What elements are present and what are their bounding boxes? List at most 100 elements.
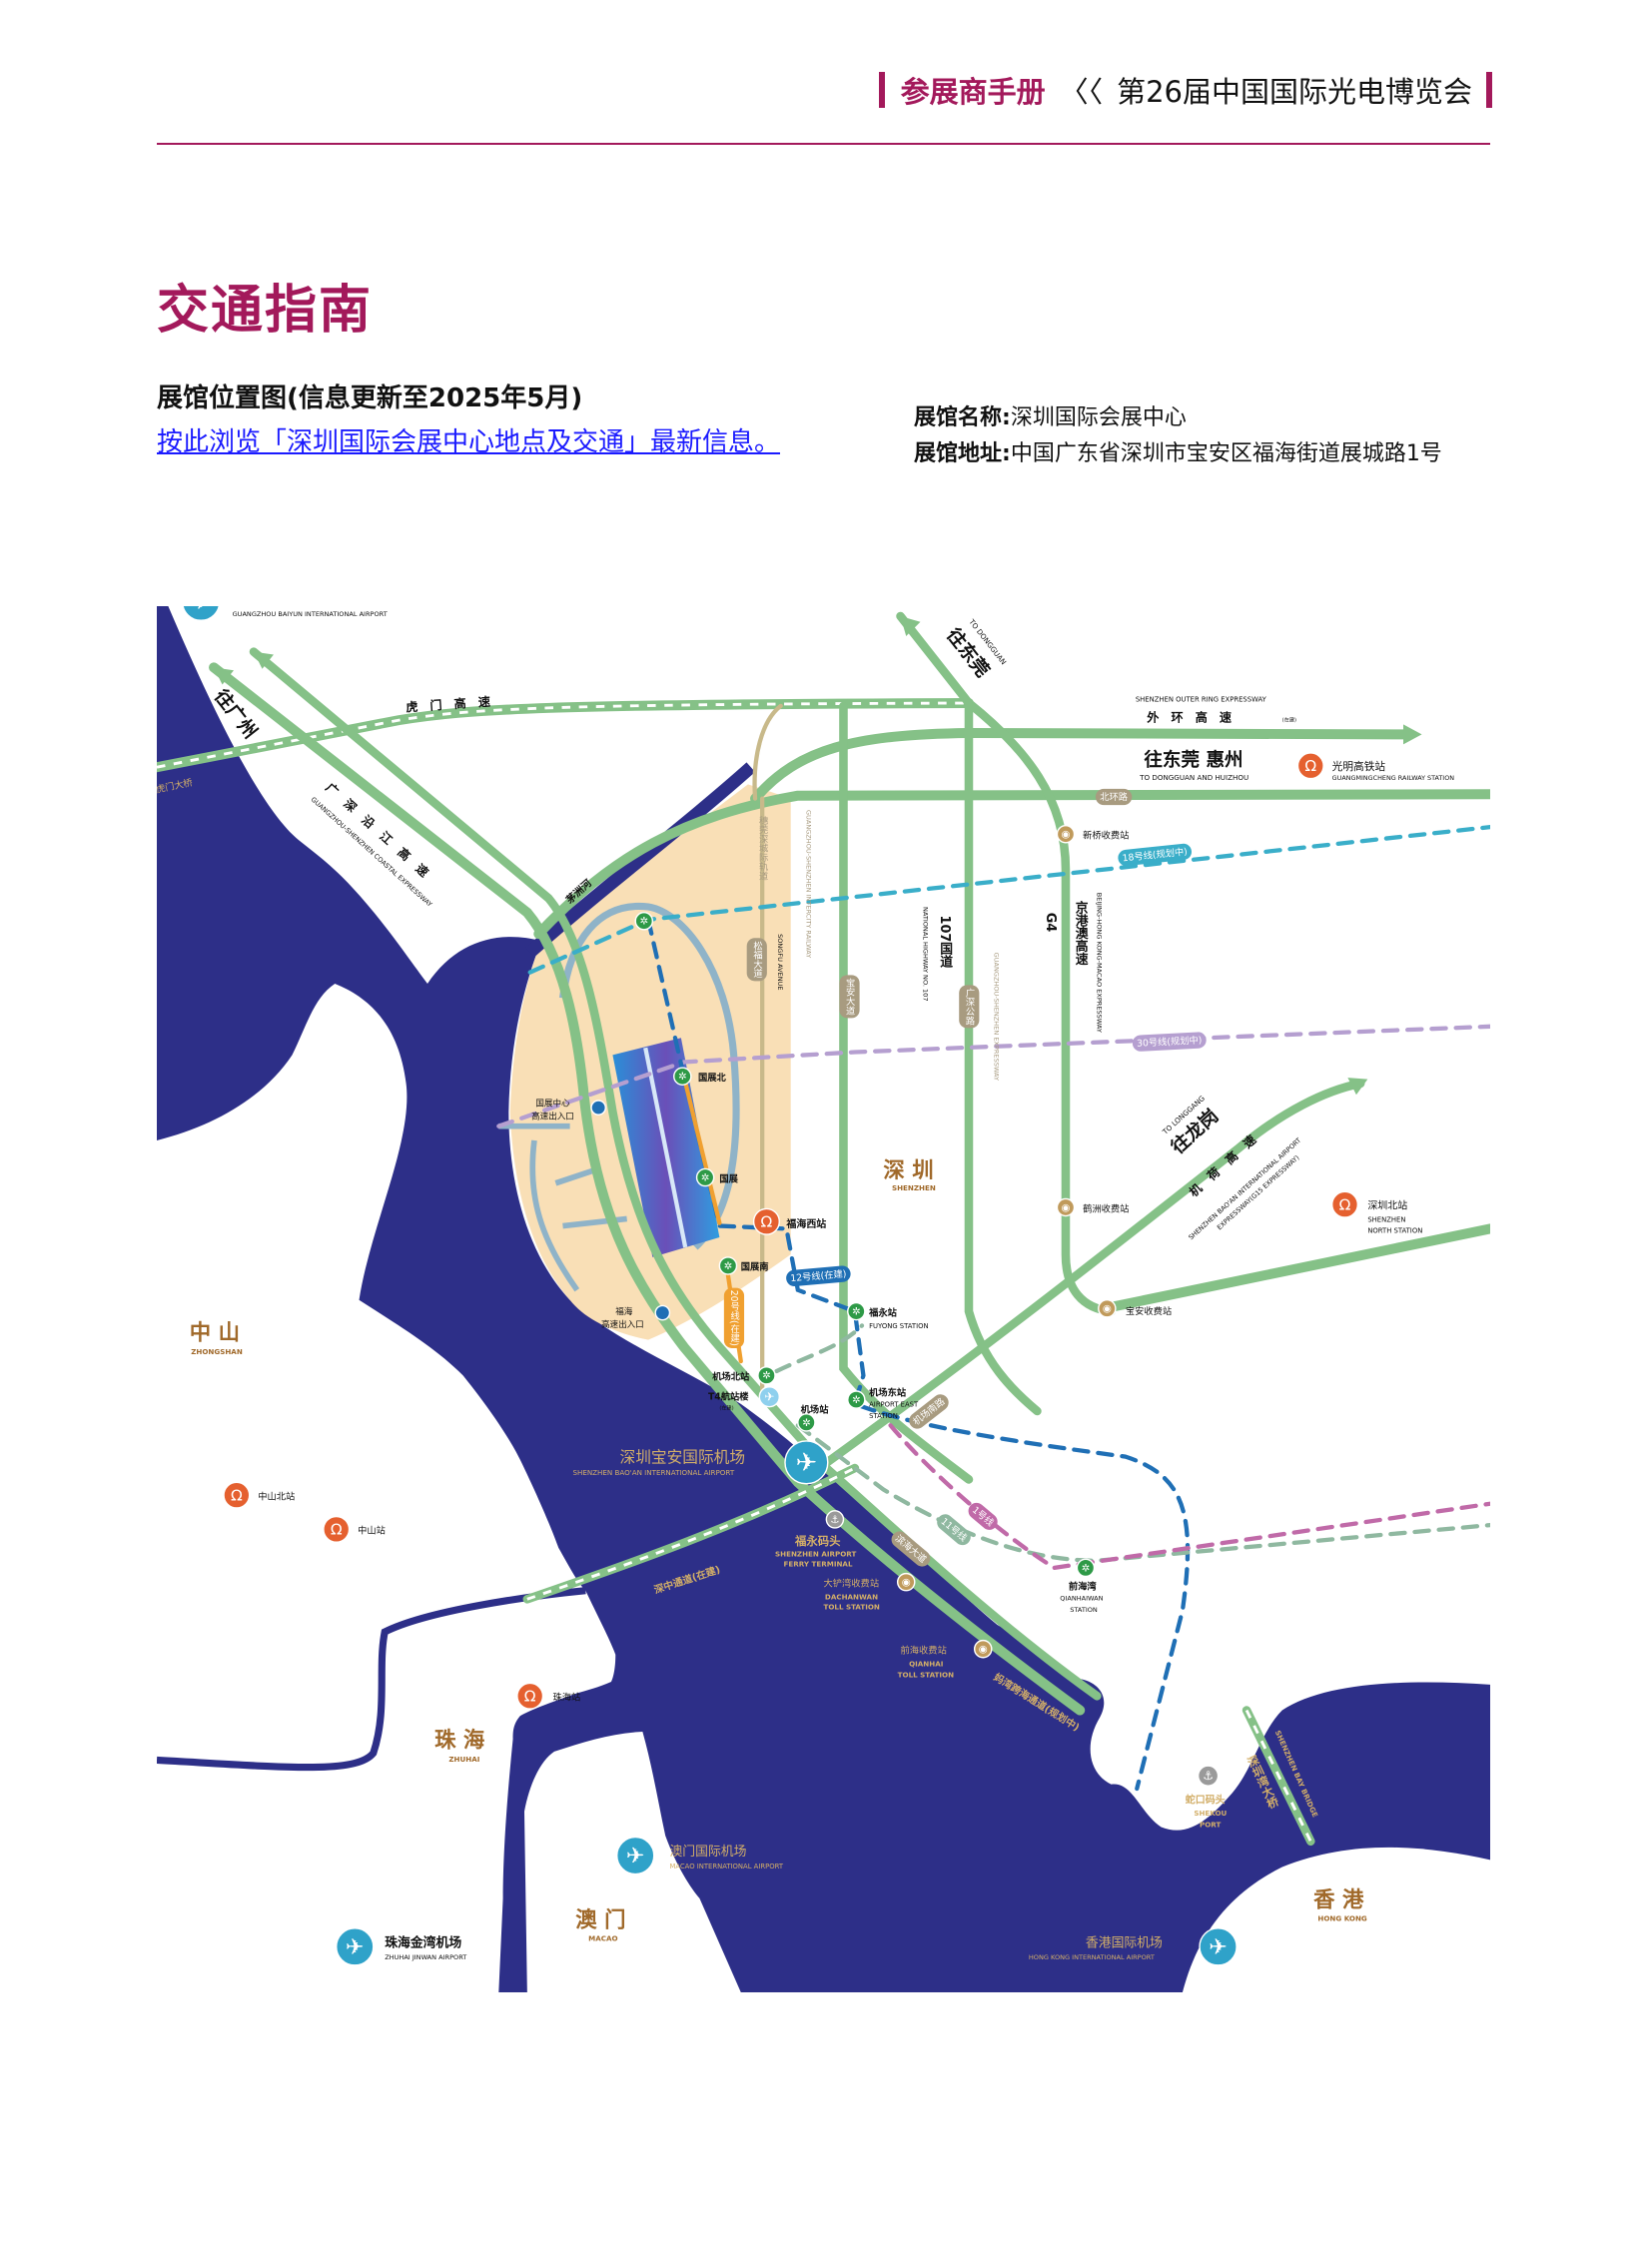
map-label-qianhai-toll-en2: TOLL STATION xyxy=(898,1671,954,1680)
hall-spine xyxy=(643,1047,688,1248)
map-label-beihuan: 北环路 xyxy=(1100,791,1128,803)
expo-canal xyxy=(558,902,740,1250)
map-label-shekou-en2: PORT xyxy=(1200,1821,1221,1830)
venue-info-link[interactable]: 按此浏览「深圳国际会展中心地点及交通」最新信息。 xyxy=(157,427,781,457)
map-label-line30: 30号线(规划中) xyxy=(1137,1034,1203,1049)
t4-terminal-icon: ✈ xyxy=(758,1386,780,1408)
map-label-gz-airport-en: GUANGZHOU BAIYUN INTERNATIONAL AIRPORT xyxy=(233,610,389,618)
venue-address-value: 中国广东省深圳市宝安区福海街道展城路1号 xyxy=(1010,441,1442,466)
map-label-intercity-en: GUANGZHOU-SHENZHEN INTERCITY RAILWAY xyxy=(804,810,812,959)
metro-line-1 xyxy=(888,1423,1490,1571)
pill-binhai xyxy=(891,1531,931,1567)
map-label-guozhannan: 国展南 xyxy=(741,1261,769,1273)
svg-text:✈: ✈ xyxy=(796,1448,817,1478)
road-coastal-a xyxy=(209,662,1086,1716)
land-zhongshan-zhuhai xyxy=(157,984,616,1992)
arrow-guangzhou-2-icon xyxy=(253,651,274,669)
svg-text:✲: ✲ xyxy=(639,916,648,928)
map-label-nh107-en: NATIONAL HIGHWAY NO. 107 xyxy=(921,907,929,1002)
map-label-nh107-cn: 107国道 xyxy=(937,916,952,970)
page-title: 交通指南 xyxy=(157,281,374,341)
xinqiao-toll-icon: ◉ xyxy=(1056,824,1076,844)
svg-text:◉: ◉ xyxy=(979,1644,988,1656)
svg-text:✲: ✲ xyxy=(852,1306,861,1318)
map-label-intercity-cn: 穗莞深城际轨道 xyxy=(757,815,769,882)
map-label-airport-east-en2: STATION xyxy=(869,1412,898,1420)
svg-text:Ω: Ω xyxy=(524,1687,536,1705)
venue-address: 展馆地址:中国广东省深圳市宝安区福海街道展城路1号 xyxy=(914,435,1442,467)
map-label-g4: G4 xyxy=(1043,913,1058,933)
svg-text:⚓: ⚓ xyxy=(1203,1769,1214,1783)
venue-name-label: 展馆名称: xyxy=(914,405,1011,430)
map-label-songfu-cn: 松福大道 xyxy=(751,940,763,979)
airport-east-metro-icon: ✲ xyxy=(847,1390,866,1409)
guangzhou-airport-icon: ✈ xyxy=(182,606,220,621)
map-label-airport-stn: 机场站 xyxy=(801,1403,830,1415)
land-hong-kong xyxy=(1182,1847,1490,1992)
map-label-line12: 12号线(在建) xyxy=(790,1267,847,1284)
road-107 xyxy=(896,611,1042,1416)
metro-line-11 xyxy=(774,1323,1490,1563)
svg-text:✲: ✲ xyxy=(852,1394,861,1406)
svg-text:Ω: Ω xyxy=(761,1212,773,1230)
header-bar-left xyxy=(878,72,885,108)
baoan-toll-icon: ◉ xyxy=(1098,1299,1117,1318)
qianhaiwan-metro-icon: ✲ xyxy=(1076,1558,1096,1578)
map-label-macao-cn: 澳 门 xyxy=(575,1906,625,1932)
map-label-zhongshan-en: ZHONGSHAN xyxy=(191,1347,243,1356)
fuyong-metro-icon: ✲ xyxy=(847,1301,866,1321)
map-label-line20: 20号线(在建) xyxy=(728,1290,740,1346)
map-label-songfu-en: SONGFU AVENUE xyxy=(776,934,784,990)
svg-text:✈: ✈ xyxy=(1209,1934,1228,1960)
metro-station-icon: ✲ xyxy=(634,911,654,931)
pill-line30 xyxy=(1132,1032,1207,1052)
map-label-ferry-cn: 福永码头 xyxy=(794,1534,841,1548)
zhuhai-station-icon: Ω xyxy=(516,1682,544,1710)
map-label-baoan-toll: 宝安收费站 xyxy=(1126,1305,1172,1317)
map-label-fuhai-exit-2: 高速出入口 xyxy=(601,1318,644,1330)
shenzhen-airport-icon: ✈ xyxy=(784,1440,829,1485)
pill-line18 xyxy=(1118,843,1193,867)
svg-text:✲: ✲ xyxy=(1082,1562,1091,1574)
airport-metro-icon: ✲ xyxy=(797,1413,816,1432)
metro-line-12 xyxy=(645,917,1191,1792)
map-label-macao-en: MACAO xyxy=(588,1934,617,1943)
svg-text:Ω: Ω xyxy=(231,1486,243,1504)
ferry-anchor-icon: ⚓ xyxy=(825,1510,845,1529)
road-g4 xyxy=(964,698,1116,1316)
rail-intercity xyxy=(752,703,783,1392)
pill-baoan-ave xyxy=(839,975,860,1019)
road-airport-exp-east xyxy=(1099,1223,1490,1314)
svg-text:◉: ◉ xyxy=(1061,1201,1070,1213)
svg-text:◉: ◉ xyxy=(902,1577,911,1589)
map-label-sz-north-en2: NORTH STATION xyxy=(1367,1227,1422,1235)
map-label-zhongshan-cn: 中 山 xyxy=(190,1321,240,1346)
road-humen-expressway-dash xyxy=(157,701,969,769)
expo-exit-icon xyxy=(590,1100,606,1116)
hong-kong-airport-icon: ✈ xyxy=(1199,1927,1238,1966)
svg-text:Ω: Ω xyxy=(331,1521,343,1539)
guozhan-metro-icon: ✲ xyxy=(695,1167,715,1187)
venue-name-value: 深圳国际会展中心 xyxy=(1010,405,1187,430)
map-label-t4-note: (在建) xyxy=(719,1404,733,1412)
guangming-station-icon: Ω xyxy=(1296,752,1324,780)
road-north-ring xyxy=(533,789,1490,940)
shenzhen-north-station-icon: Ω xyxy=(1330,1190,1359,1218)
page-header: 参展商手册 〈〈 第26届中国国际光电博览会 xyxy=(878,70,1492,110)
land-shenzhen xyxy=(168,606,1490,1831)
header-brand: 参展商手册 xyxy=(900,75,1046,109)
map-label-zhuhai-en: ZHUHAI xyxy=(448,1755,479,1764)
svg-text:✲: ✲ xyxy=(724,1260,733,1272)
map-label-guangshen-rd: 广深公路 xyxy=(963,987,975,1026)
map-label-to-dg-hz-en: TO DONGGUAN AND HUIZHOU xyxy=(1139,773,1248,782)
map-label-fuyong-en: FUYONG STATION xyxy=(869,1322,928,1330)
map-label-macao-airport-en: MACAO INTERNATIONAL AIRPORT xyxy=(669,1863,783,1870)
pill-line12 xyxy=(786,1265,851,1286)
header-bar-right xyxy=(1486,72,1492,108)
map-label-shenzhen-en: SHENZHEN xyxy=(892,1183,936,1192)
venue-address-label: 展馆地址: xyxy=(914,441,1011,466)
pill-guangshen-rd xyxy=(959,985,980,1029)
header-separator: 〈〈 xyxy=(1059,75,1104,109)
map-label-hk-airport-cn: 香港国际机场 xyxy=(1086,1935,1163,1950)
map-label-airport-north: 机场北站 xyxy=(712,1371,750,1383)
